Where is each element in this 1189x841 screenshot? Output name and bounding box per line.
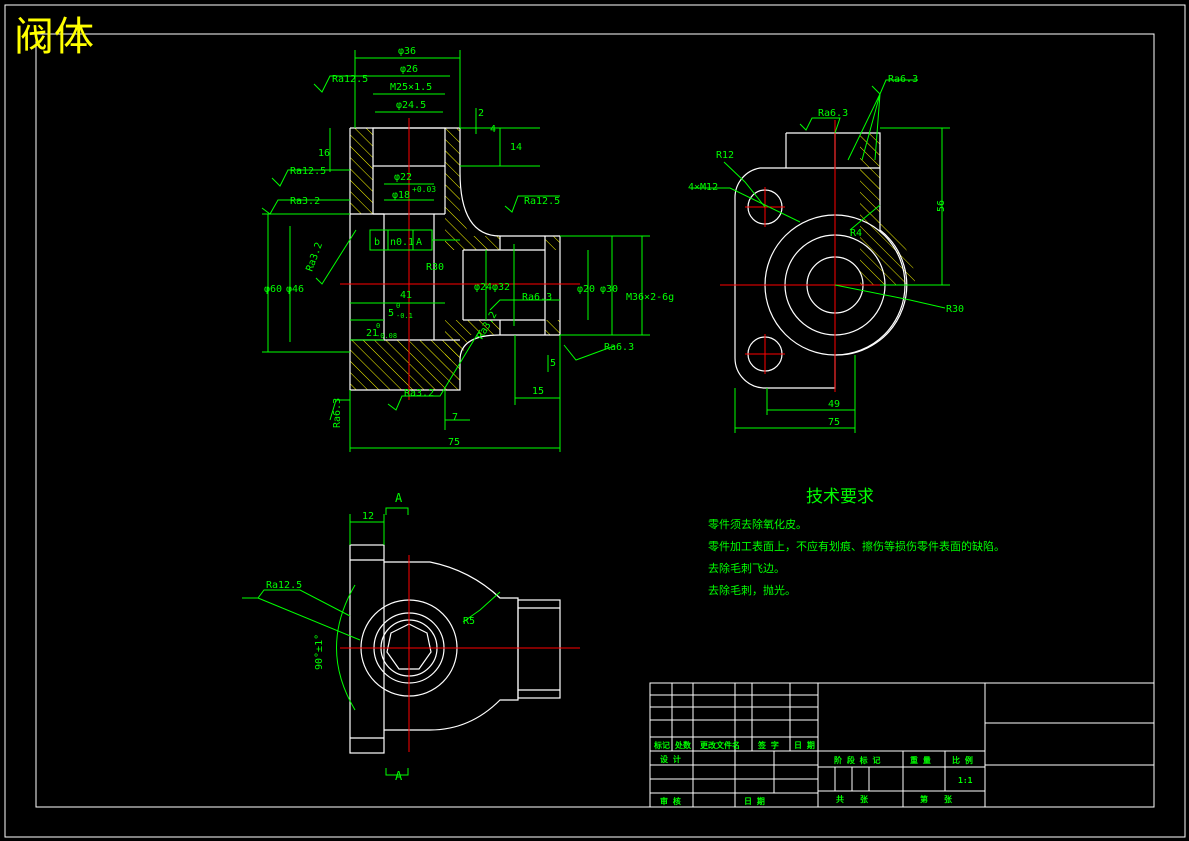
ra-6-3-a: Ra6.3	[522, 292, 552, 303]
ra-12-5-b: Ra12.5	[290, 166, 326, 177]
dim-r12: R12	[716, 150, 734, 161]
dim-41: 41	[400, 290, 412, 301]
dim-phi36: φ36	[398, 46, 416, 57]
dim-phi24: φ24	[474, 282, 492, 293]
top-dim-texts: 12 A A Ra12.5 R5 90°±1°	[266, 491, 475, 783]
tb-sheets-total: 共 张	[836, 794, 869, 804]
tb-sheet-no: 第 张	[920, 794, 953, 804]
dim-4: 4	[490, 124, 496, 135]
ra-3-2-b: Ra3.2	[304, 241, 325, 273]
tech-requirement-item: 去除毛刺飞边。	[708, 562, 785, 575]
tb-date: 日 期	[794, 740, 815, 750]
dim-21: 21	[366, 328, 378, 339]
dim-phi24-5: φ24.5	[396, 100, 426, 111]
ra-6-3-c: Ra6.3	[332, 398, 343, 428]
ra-3-2-c: Ra3.2	[404, 388, 434, 399]
tb-scale-value: 1:1	[958, 776, 973, 785]
dim-phi30: φ30	[600, 284, 618, 295]
dim-15: 15	[532, 386, 544, 397]
tech-requirements-list: 零件须去除氧化皮。 零件加工表面上，不应有划痕、擦伤等损伤零件表面的缺陷。 去除…	[708, 514, 1005, 602]
dim-49: 49	[828, 399, 840, 410]
ra-12-5-c: Ra12.5	[524, 196, 560, 207]
dim-16: 16	[318, 148, 330, 159]
tol-frame-symbol: b	[374, 237, 380, 248]
tb-change-doc: 更改文件名	[700, 740, 740, 750]
dim-21-tol: -0.08	[376, 332, 397, 340]
dim-phi18-tol: +0.03	[412, 185, 436, 194]
front-view: φ36 φ26 M25×1.5 φ24.5 2 4 14 16 φ22 φ18 …	[261, 46, 674, 452]
side-hatching-arc	[860, 215, 916, 285]
side-dim-lines	[690, 79, 950, 433]
tb-mark: 标记	[653, 740, 670, 750]
ra-6-3-side-b: Ra6.3	[888, 74, 918, 85]
dim-75-side: 75	[828, 417, 840, 428]
dim-7: 7	[452, 412, 458, 423]
front-dim-lines	[261, 50, 650, 452]
tb-stage-mark: 阶 段 标 记	[834, 755, 880, 765]
dim-phi46: φ46	[286, 284, 304, 295]
side-hatching	[860, 133, 880, 230]
tb-count: 处数	[674, 740, 692, 750]
dim-5: 5	[388, 308, 394, 319]
dim-r5: R5	[463, 616, 475, 627]
dim-5-tol-top: 0	[396, 302, 400, 310]
side-dim-texts: R12 4×M12 R4 R30 49 75 56 Ra6.3 Ra6.3	[688, 74, 964, 428]
dim-angle: 90°±1°	[314, 634, 325, 670]
dim-m36: M36×2-6g	[626, 292, 674, 303]
ra-12-5-top: Ra12.5	[266, 580, 302, 591]
tb-approve-date: 日 期	[744, 796, 765, 806]
dim-phi22: φ22	[394, 172, 412, 183]
tb-review: 审 核	[660, 796, 681, 806]
top-dim-lines	[242, 507, 501, 776]
top-centerlines	[340, 555, 580, 752]
top-outline	[349, 544, 561, 754]
dim-r4: R4	[850, 228, 862, 239]
dim-5-tol: -0.1	[396, 312, 413, 320]
dim-phi32: φ32	[492, 282, 510, 293]
side-view: R12 4×M12 R4 R30 49 75 56 Ra6.3 Ra6.3	[688, 74, 964, 433]
page-title: 阀体	[14, 14, 94, 60]
section-a-bottom: A	[395, 769, 403, 783]
tech-requirement-item: 零件须去除氧化皮。	[708, 518, 807, 531]
title-block-grid	[649, 682, 1155, 808]
tech-requirements-heading: 技术要求	[806, 487, 874, 507]
ra-6-3-b: Ra6.3	[604, 342, 634, 353]
dim-75-front: 75	[448, 437, 460, 448]
tech-requirement-item: 零件加工表面上，不应有划痕、擦伤等损伤零件表面的缺陷。	[708, 540, 1005, 553]
dim-r30-side: R30	[946, 304, 964, 315]
ra-12-5-a: Ra12.5	[332, 74, 368, 85]
inner-frame	[35, 33, 1155, 808]
ra-3-2-a: Ra3.2	[290, 196, 320, 207]
ra-6-3-side-a: Ra6.3	[818, 108, 848, 119]
dim-21-tol-top: 0	[376, 322, 380, 330]
dim-phi18: φ18	[392, 190, 410, 201]
tb-weight: 重 量	[910, 755, 931, 765]
front-hatching	[350, 128, 560, 390]
front-centerlines	[340, 118, 580, 400]
title-block: 标记 处数 更改文件名 签 字 日 期 设 计 审 核 日 期 阶 段 标 记 …	[649, 682, 1155, 808]
dim-14: 14	[510, 142, 522, 153]
tb-design: 设 计	[660, 754, 681, 764]
dim-4xm12: 4×M12	[688, 182, 718, 193]
dim-phi60: φ60	[264, 284, 282, 295]
dim-5b: 5	[550, 358, 556, 369]
dim-m25: M25×1.5	[390, 82, 432, 93]
dim-r30-front: R30	[426, 262, 444, 273]
outer-frame	[4, 4, 1186, 838]
tech-requirement-item: 去除毛刺，抛光。	[708, 584, 796, 597]
dim-phi26: φ26	[400, 64, 418, 75]
tol-frame-value: n0.1	[390, 237, 414, 248]
title-block-texts: 标记 处数 更改文件名 签 字 日 期 设 计 审 核 日 期 阶 段 标 记 …	[653, 740, 973, 806]
top-view: 12 A A Ra12.5 R5 90°±1°	[242, 491, 580, 783]
dim-56: 56	[936, 200, 947, 212]
dim-2: 2	[478, 108, 484, 119]
dim-12: 12	[362, 511, 374, 522]
tol-frame-datum: A	[416, 237, 422, 248]
dim-phi20: φ20	[577, 284, 595, 295]
section-a-top: A	[395, 491, 403, 505]
tb-signature: 签 字	[757, 740, 779, 750]
tb-scale-label: 比 例	[952, 755, 973, 765]
